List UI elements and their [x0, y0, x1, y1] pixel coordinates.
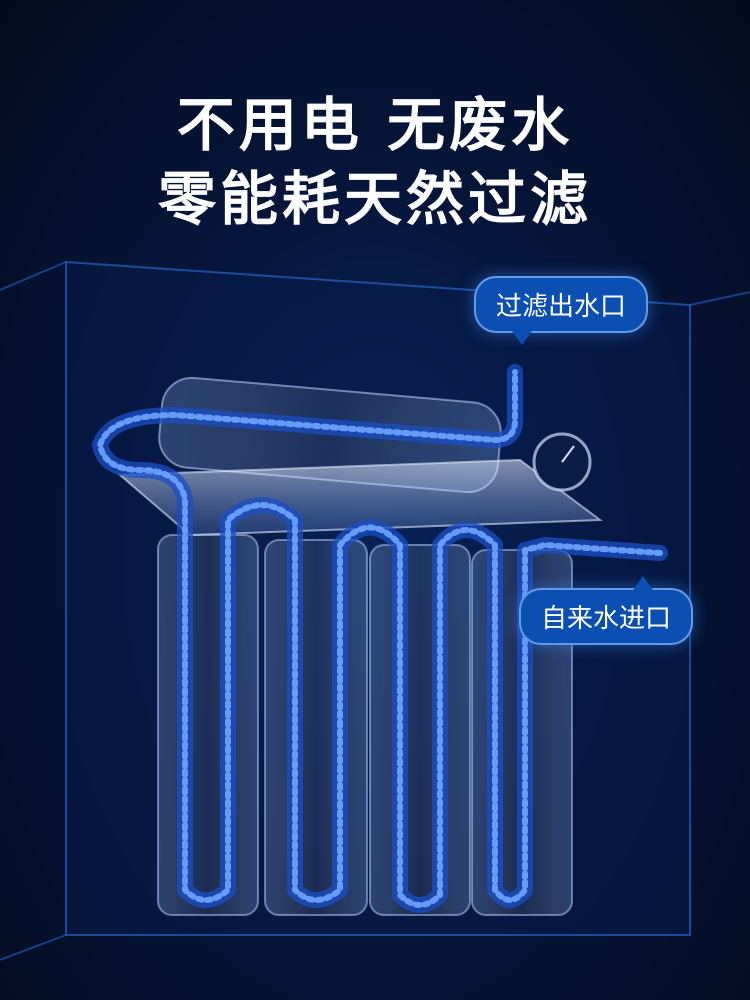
- outlet-label-text: 过滤出水口: [496, 292, 627, 322]
- headline-line-2: 零能耗天然过滤: [157, 165, 592, 233]
- inlet-label-pointer: [633, 576, 653, 590]
- water-flow-path: [92, 364, 668, 913]
- pressure-gauge-icon: [532, 432, 592, 492]
- headline-line-1: 不用电 无废水: [176, 91, 574, 159]
- inlet-label: 自来水进口: [519, 576, 694, 645]
- inlet-label-text: 自来水进口: [541, 604, 672, 634]
- outlet-label-pointer: [512, 331, 532, 345]
- outlet-label: 过滤出水口: [474, 276, 649, 345]
